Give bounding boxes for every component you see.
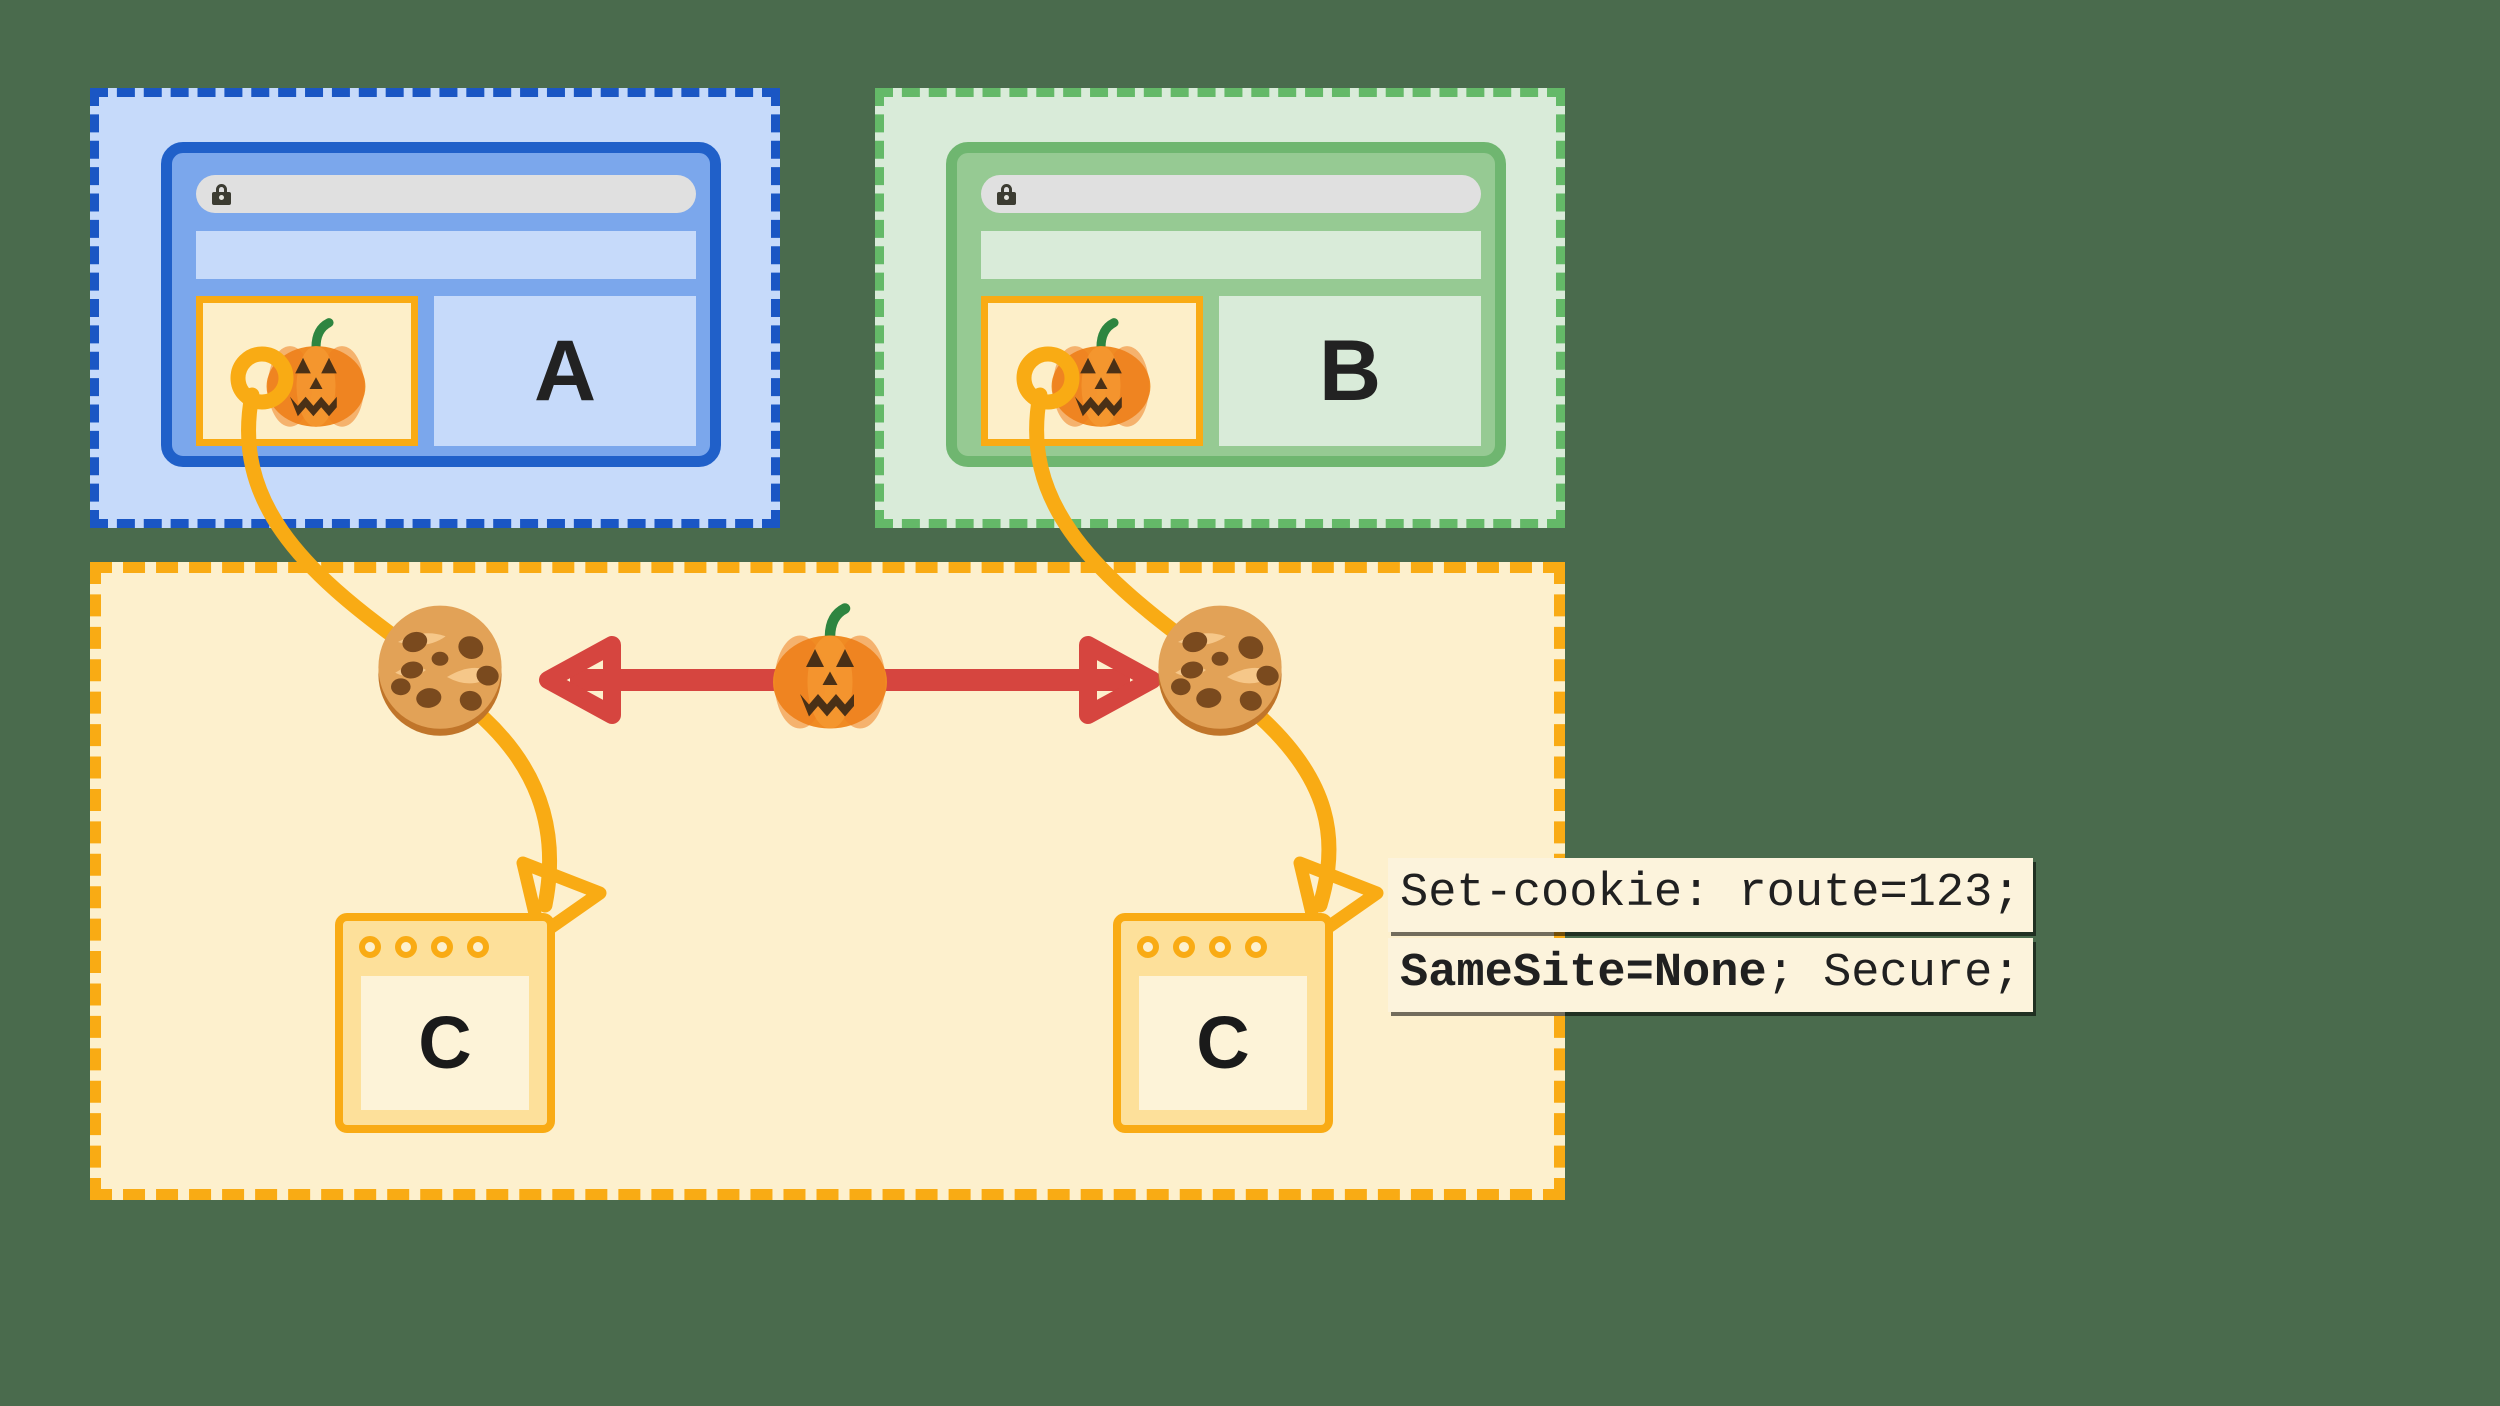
window-dot (1209, 936, 1231, 958)
site-b-content: B (1219, 296, 1481, 446)
site-b-context: B (875, 88, 1565, 528)
url-bar-b[interactable] (981, 175, 1481, 213)
site-a-content: A (434, 296, 696, 446)
pumpkin-icon (266, 318, 366, 427)
cookie-icon (378, 605, 502, 736)
site-letter-b: B (1318, 323, 1382, 419)
code-line-samesite: SameSite=None; Secure; (1388, 938, 2033, 1013)
samesite-attribute: SameSite=None (1400, 947, 1767, 1001)
code-line-set-cookie: Set-cookie: route=123; (1388, 858, 2033, 933)
browser-window-a: A (161, 142, 721, 467)
code-callout: Set-cookie: route=123; SameSite=None; Se… (1388, 858, 2033, 1013)
page-banner-b (981, 231, 1481, 279)
window-dots (1137, 936, 1267, 958)
window-dot (359, 936, 381, 958)
server-letter-left: C (418, 1001, 472, 1084)
site-letter-a: A (533, 323, 597, 419)
window-dot (1245, 936, 1267, 958)
samesite-rest: ; Secure; (1766, 947, 2021, 1001)
embedded-frame-a (196, 296, 418, 446)
pumpkin-icon (1051, 318, 1151, 427)
window-dot (395, 936, 417, 958)
server-window-left: C (335, 913, 555, 1133)
server-screen: C (1139, 976, 1307, 1110)
cookie-icon (1158, 605, 1282, 736)
server-screen: C (361, 976, 529, 1110)
window-dot (467, 936, 489, 958)
url-bar-a[interactable] (196, 175, 696, 213)
window-dot (1173, 936, 1195, 958)
lock-icon (997, 183, 1016, 205)
window-dots (359, 936, 489, 958)
site-a-context: A (90, 88, 780, 528)
pumpkin-icon (773, 603, 887, 729)
server-letter-right: C (1196, 1001, 1250, 1084)
page-banner-a (196, 231, 696, 279)
window-dot (1137, 936, 1159, 958)
server-window-right: C (1113, 913, 1333, 1133)
window-dot (431, 936, 453, 958)
browser-window-b: B (946, 142, 1506, 467)
lock-icon (212, 183, 231, 205)
embedded-frame-b (981, 296, 1203, 446)
